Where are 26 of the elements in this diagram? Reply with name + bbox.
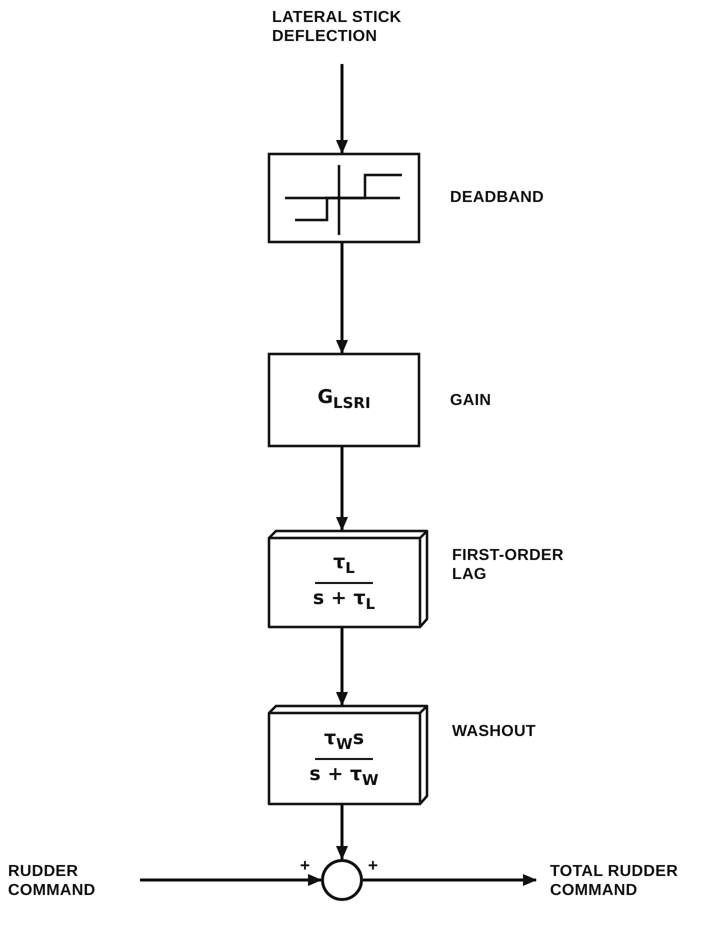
block-box [268,530,428,628]
numerator: τ$_{W}$s [324,727,364,755]
sign-label: + [300,857,310,874]
signal-arrow [363,874,537,886]
block-label: GAIN [450,391,492,410]
block-box [268,153,420,243]
signal-arrow [140,874,322,886]
gain-symbol: G$_{LSRI}$ [317,386,371,414]
signal-arrow [336,243,348,354]
sign-label: + [368,857,378,874]
numerator: τ$_{L}$ [333,551,355,579]
summing-junction [321,859,363,901]
block-label: WASHOUT [452,722,537,741]
signal-label: LATERAL STICK DEFLECTION [272,8,402,64]
signal-label: RUDDER COMMAND [8,862,140,902]
block-box [268,705,428,805]
signal-arrow [336,805,348,860]
denominator: s + τ$_{L}$ [312,587,376,615]
signal-label: TOTAL RUDDER COMMAND [536,862,723,902]
block-label: DEADBAND [450,188,545,207]
block-box [268,353,420,447]
denominator: s + τ$_{W}$ [309,763,379,791]
signal-arrow [336,628,348,706]
signal-arrow [336,64,348,154]
signal-arrow [336,447,348,531]
block-label: FIRST-ORDER LAG [452,546,565,584]
